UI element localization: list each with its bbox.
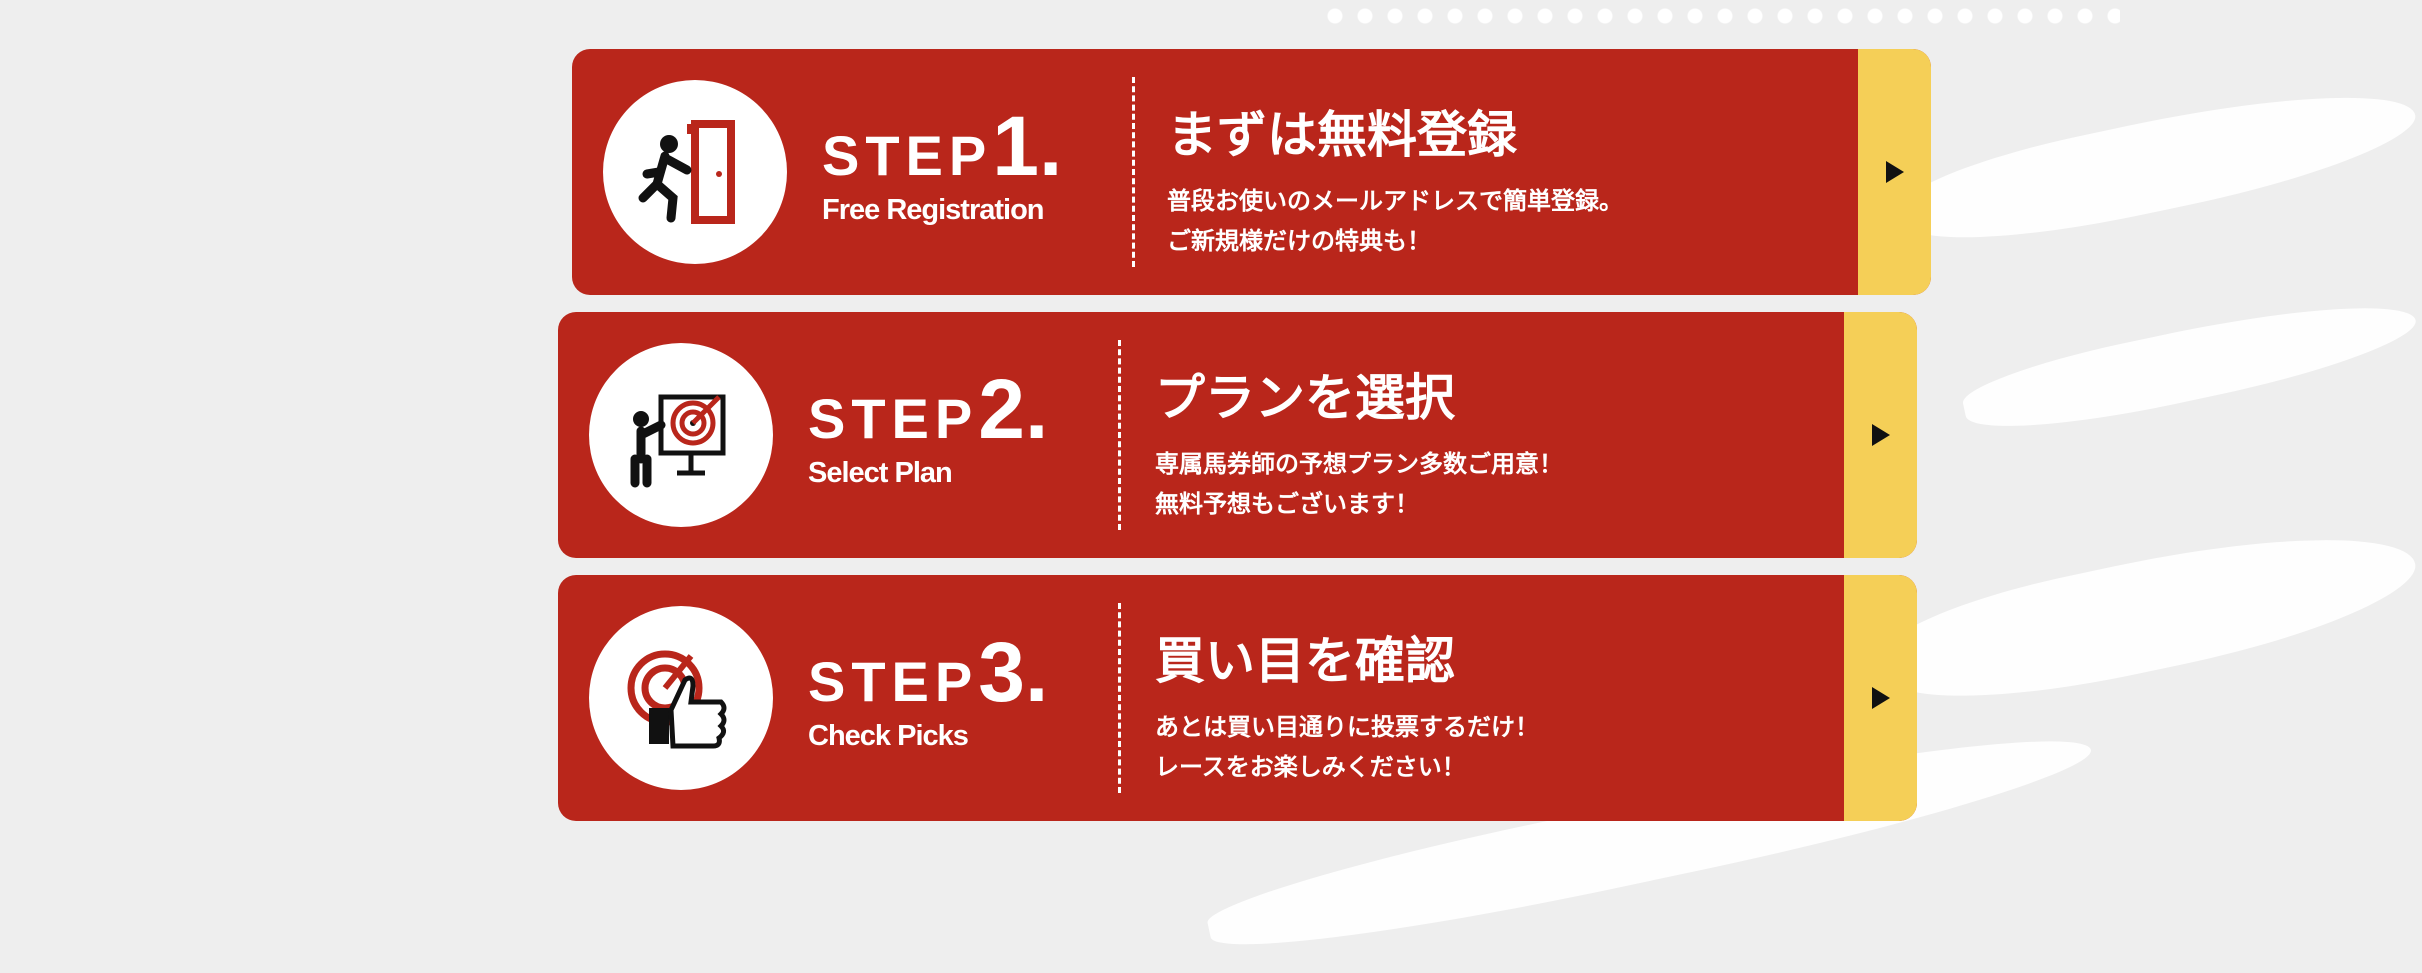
brush-stroke — [1896, 66, 2422, 264]
description-line: レースをお楽しみください！ — [1155, 753, 1466, 781]
description-line: 専属馬券師の予想プラン多数ご用意！ — [1155, 450, 1563, 478]
step-word: STEP — [808, 387, 979, 450]
step-1-card[interactable]: STEP1.Free Registration まずは無料登録 普段お使いのメー… — [572, 49, 1931, 295]
arrow-button[interactable] — [1858, 49, 1931, 295]
description-line: ご新規様だけの特典も！ — [1167, 227, 1431, 255]
brush-stroke — [1874, 505, 2422, 725]
step-subtitle: Select Plan — [808, 457, 953, 489]
target-thumbs-up-icon — [589, 606, 773, 790]
step-title: 買い目を確認 — [1155, 632, 1455, 690]
step-word: STEP — [822, 124, 993, 187]
description-line: 普段お使いのメールアドレスで簡単登録。 — [1167, 187, 1623, 215]
step-number: 2. — [978, 362, 1049, 456]
play-arrow-icon — [1871, 424, 1890, 446]
description-line: 無料予想もございます！ — [1155, 490, 1419, 518]
step-title: プランを選択 — [1155, 369, 1455, 427]
step-description: あとは買い目通りに投票するだけ！ レースをお楽しみください！ — [1155, 707, 1539, 787]
step-subtitle: Check Picks — [808, 720, 969, 752]
step-description: 専属馬券師の予想プラン多数ご用意！ 無料予想もございます！ — [1155, 444, 1563, 524]
step-word: STEP — [808, 650, 979, 713]
step-title: まずは無料登録 — [1167, 106, 1517, 164]
step-subtitle: Free Registration — [822, 194, 1045, 226]
brush-stroke — [1957, 282, 2422, 448]
dashed-divider — [1132, 77, 1135, 267]
step-description: 普段お使いのメールアドレスで簡単登録。ご新規様だけの特典も！ — [1167, 181, 1623, 261]
arrow-button[interactable] — [1844, 575, 1917, 821]
dashed-divider — [1118, 340, 1121, 530]
step-label: STEP2.Select Plan — [808, 367, 1048, 490]
play-arrow-icon — [1885, 161, 1904, 183]
step-3-card[interactable]: STEP3.Check Picks 買い目を確認 あとは買い目通りに投票するだけ… — [558, 575, 1917, 821]
description-line: あとは買い目通りに投票するだけ！ — [1155, 713, 1539, 741]
step-2-card[interactable]: STEP2.Select Plan プランを選択 専属馬券師の予想プラン多数ご用… — [558, 312, 1917, 558]
step-number: 3. — [978, 625, 1049, 719]
step-label: STEP1.Free Registration — [822, 104, 1062, 227]
running-exit-door-icon — [603, 80, 787, 264]
step-label: STEP3.Check Picks — [808, 630, 1048, 753]
play-arrow-icon — [1871, 687, 1890, 709]
person-target-presentation-icon — [589, 343, 773, 527]
step-number: 1. — [992, 99, 1063, 193]
decorative-dots — [1320, 4, 2120, 28]
dashed-divider — [1118, 603, 1121, 793]
arrow-button[interactable] — [1844, 312, 1917, 558]
